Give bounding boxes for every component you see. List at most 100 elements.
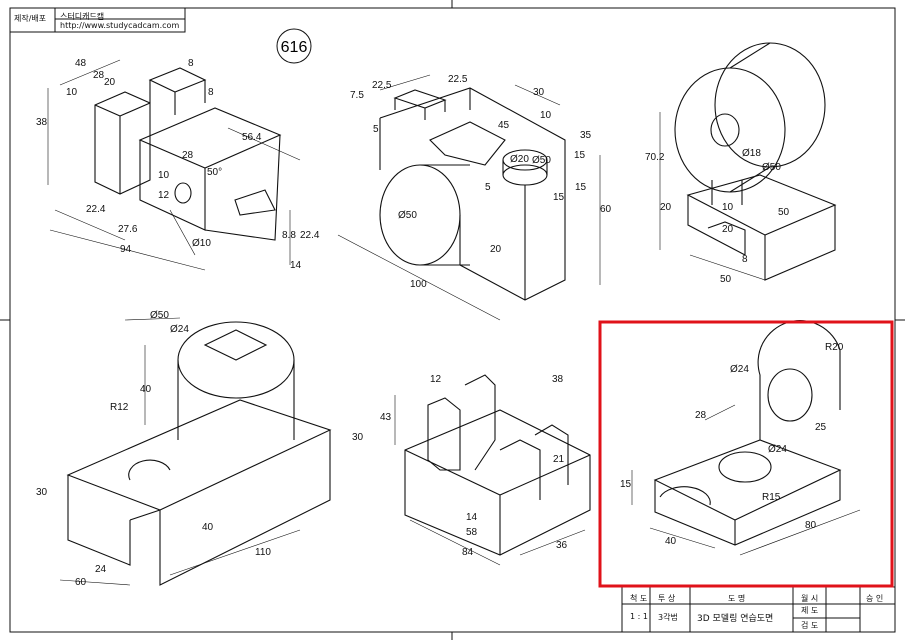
dim-1-17: 22.4 [300, 230, 320, 241]
dim-2-15: Ø50 [398, 210, 417, 221]
dim-6-2: 28 [695, 410, 707, 421]
dim-2-4: 5 [373, 124, 379, 135]
dim-1-14: 94 [120, 244, 132, 255]
title-block-approval-label: 승 인 [866, 594, 884, 603]
dim-2-5: 45 [498, 120, 510, 131]
title-block-drafted-label: 제 도 [801, 606, 819, 615]
dim-6-8: 40 [665, 536, 677, 547]
dim-3-2: Ø50 [762, 162, 781, 173]
dim-4-7: 110 [255, 547, 271, 558]
drawing-number-badge: 616 [276, 28, 312, 64]
dim-2-9: Ø20 [510, 154, 529, 165]
dim-3-8: 50 [720, 274, 732, 285]
dim-1-1: 28 [93, 70, 105, 81]
drawing-number: 616 [281, 39, 308, 56]
dim-6-4: Ø24 [768, 444, 787, 455]
dim-5-0: 12 [430, 374, 442, 385]
dim-2-17: 100 [410, 279, 427, 290]
dim-1-4: 8 [188, 58, 194, 69]
dim-2-10: 15 [574, 150, 586, 161]
dim-1-12: 22.4 [86, 204, 106, 215]
dim-2-2: 22.5 [448, 74, 468, 85]
dim-5-7: 36 [556, 540, 568, 551]
sheet-border [9, 7, 896, 633]
title-block-projection-value: 3각법 [658, 613, 678, 622]
dim-2-12: 15 [553, 192, 565, 203]
dim-2-3: 30 [533, 87, 545, 98]
dim-1-7: 56.4 [242, 132, 262, 143]
model-6-dimensions: R20 Ø24 28 25 Ø24 15 R15 80 40 [620, 342, 844, 547]
dim-4-0: Ø50 [150, 310, 169, 321]
header-box [9, 7, 186, 33]
dim-3-7: 8 [742, 254, 748, 265]
dim-6-6: R15 [762, 492, 781, 503]
dim-5-2: 43 [380, 412, 392, 423]
dim-2-11: 5 [485, 182, 491, 193]
dim-5-3: 21 [553, 454, 565, 465]
dim-1-2: 20 [104, 77, 116, 88]
dim-2-16: 20 [490, 244, 502, 255]
dim-1-9: 50° [207, 167, 222, 178]
dim-3-1: Ø18 [742, 148, 761, 159]
dim-1-18: 14 [290, 260, 302, 271]
title-block-drawing-name-value: 3D 모델링 연습도면 [697, 614, 774, 624]
company-name: 스터디캐드캠 [60, 12, 105, 21]
dim-6-5: 15 [620, 479, 632, 490]
title-block-scale-value: 1 : 1 [630, 612, 648, 621]
dim-2-0: 7.5 [350, 90, 364, 101]
dim-1-0: 48 [75, 58, 87, 69]
dim-3-6: 50 [778, 207, 790, 218]
dim-4-8: 24 [95, 564, 107, 575]
dim-2-7: 35 [580, 130, 592, 141]
dim-6-0: R20 [825, 342, 844, 353]
dim-5-4: 14 [466, 512, 478, 523]
production-label: 제작/배포 [14, 14, 47, 23]
company-url: http://www.studycadcam.com [60, 21, 180, 30]
model-4-dimensions: Ø50 Ø24 R12 40 30 30 40 110 24 60 [36, 310, 364, 588]
dim-5-1: 38 [552, 374, 564, 385]
highlight-box [598, 320, 894, 588]
dim-1-13: 27.6 [118, 224, 138, 235]
title-block-date-label: 월 시 [801, 594, 819, 603]
dim-6-3: 25 [815, 422, 827, 433]
dim-1-3: 10 [66, 87, 78, 98]
model-4 [59, 317, 332, 586]
model-3 [659, 42, 837, 281]
dim-4-4: 30 [352, 432, 364, 443]
dim-2-6: 10 [540, 110, 552, 121]
model-6 [631, 320, 861, 556]
dim-2-1: 22.5 [372, 80, 392, 91]
dim-4-3: 40 [140, 384, 152, 395]
dim-5-5: 58 [466, 527, 478, 538]
title-block-scale-label: 척 도 [630, 594, 648, 603]
dim-3-4: 20 [660, 202, 672, 213]
dim-6-1: Ø24 [730, 364, 749, 375]
model-5-dimensions: 12 38 43 21 14 58 84 36 [380, 374, 568, 558]
dim-1-16: 8.8 [282, 230, 296, 241]
dim-1-8: 28 [182, 150, 194, 161]
dim-4-5: 30 [36, 487, 48, 498]
dim-1-10: 10 [158, 170, 170, 181]
title-block [621, 586, 896, 633]
dim-6-7: 80 [805, 520, 817, 531]
dim-5-6: 84 [462, 547, 474, 558]
dim-1-6: 38 [36, 117, 48, 128]
dim-4-1: Ø24 [170, 324, 189, 335]
title-block-checked-label: 검 도 [801, 621, 819, 630]
title-block-projection-label: 투 상 [658, 594, 676, 603]
dim-1-15: Ø10 [192, 238, 211, 249]
dim-3-3: 10 [722, 202, 734, 213]
dim-1-11: 12 [158, 190, 170, 201]
model-2 [337, 74, 601, 321]
dim-3-5: 20 [722, 224, 734, 235]
dim-4-2: R12 [110, 402, 129, 413]
title-block-drawing-name-label: 도 명 [728, 594, 746, 603]
dim-2-14: 60 [600, 204, 612, 215]
model-5 [394, 374, 591, 566]
dim-4-9: 60 [75, 577, 87, 588]
model-3-dimensions: 70.2 Ø18 Ø50 10 20 20 50 8 50 [645, 148, 790, 285]
dim-4-6: 40 [202, 522, 214, 533]
model-1 [47, 59, 301, 271]
model-1-dimensions: 48 28 20 10 8 8 38 56.4 28 50° 10 12 22.… [36, 58, 320, 271]
dim-3-0: 70.2 [645, 152, 665, 163]
